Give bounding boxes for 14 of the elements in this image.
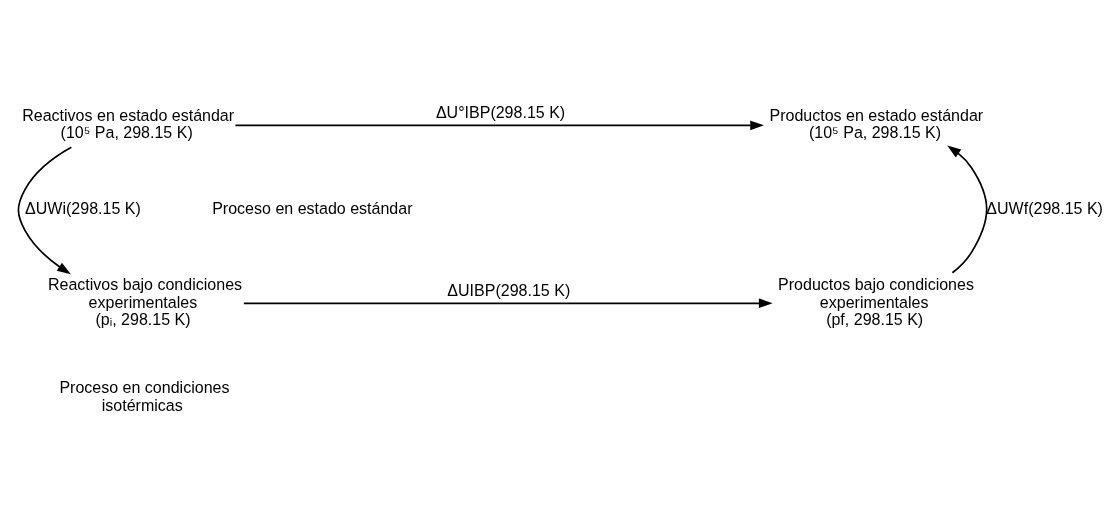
node-text: Reactivos en estado estándar (10⁵ Pa, 298.15 K) — [22, 105, 235, 142]
node-text: Productos en estado estándar (10⁵ Pa, 298.15 K) — [769, 105, 984, 142]
label: Proceso en condiciones isotérmicas — [59, 378, 230, 414]
arrow — [17, 146, 73, 275]
node-text: Productos bajo condiciones experimentales (pf, 298.15 K) — [778, 275, 974, 328]
arrow — [234, 120, 764, 131]
arrow — [243, 298, 773, 309]
edge-label: ΔUWf(298.15 K) — [986, 199, 1103, 218]
edge-label: ΔUWi(298.15 K) — [25, 199, 141, 218]
arrow — [947, 145, 988, 274]
node-text: Reactivos bajo condiciones experimentales (pᵢ, 298.15 K) — [47, 275, 243, 328]
edge-label: ΔU°IBP(298.15 K) — [435, 102, 566, 121]
edge-label: ΔUIBP(298.15 K) — [447, 280, 571, 299]
label: Proceso en estado estándar — [212, 199, 413, 218]
